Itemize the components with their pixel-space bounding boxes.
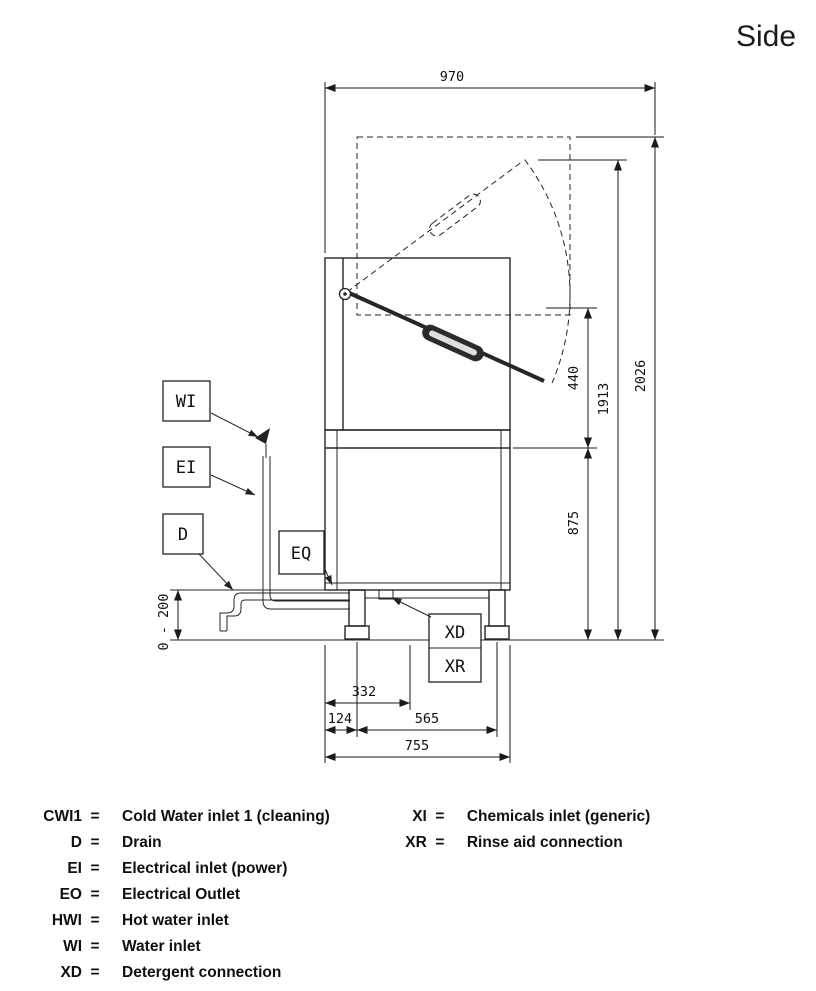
legend-equals: = (90, 912, 100, 929)
legend-row-hwi: HWI = Hot water inlet (18, 908, 330, 934)
callout-d-label: D (178, 525, 188, 545)
legend-key: XI (412, 808, 427, 825)
dim-875-value: 875 (566, 511, 582, 535)
water-inlet-valve (255, 428, 270, 458)
side-view-drawing: WI EI D EQ XD XR (156, 69, 664, 763)
callout-d: D (162, 513, 234, 591)
legend-row-ei: EI = Electrical inlet (power) (18, 856, 330, 882)
callout-xd-label: XD (445, 623, 465, 643)
dimension-2026: 2026 (576, 136, 664, 640)
dim-332-value: 332 (352, 684, 376, 700)
legend-desc: Electrical Outlet (122, 886, 241, 903)
callout-xr-label: XR (445, 657, 466, 677)
callout-wi: WI (162, 380, 259, 438)
legend-desc: Cold Water inlet 1 (cleaning) (122, 808, 330, 825)
dimension-970: 970 (324, 69, 656, 253)
dim-970-value: 970 (440, 69, 464, 85)
legend-equals: = (90, 886, 100, 903)
dimension-feet-range: 0 - 200 (156, 590, 182, 651)
view-title: Side (736, 20, 797, 53)
dim-565-value: 565 (415, 711, 439, 727)
legend-desc: Hot water inlet (122, 912, 229, 929)
callout-xd-xr: XD XR (391, 597, 482, 683)
legend-key: EI (67, 860, 82, 877)
legend-key: D (70, 834, 82, 851)
legend-row-xd: XD = Detergent connection (18, 960, 330, 986)
legend-desc: Rinse aid connection (466, 834, 623, 851)
legend-row-wi: WI = Water inlet (18, 934, 330, 960)
legend-equals: = (90, 938, 100, 955)
legend-desc: Water inlet (122, 938, 201, 955)
dim-755-value: 755 (405, 738, 429, 754)
hood-open-outline (346, 136, 571, 316)
legend: CWI1 = Cold Water inlet 1 (cleaning) D =… (18, 804, 650, 986)
legend-equals: = (435, 808, 445, 825)
legend-right-column: XI = Chemicals inlet (generic) XR = Rins… (385, 804, 650, 986)
legend-equals: = (90, 964, 100, 981)
legend-desc: Chemicals inlet (generic) (466, 808, 651, 825)
dimension-bottom: 332 124 565 755 (324, 642, 511, 763)
callout-eq: EQ (278, 530, 333, 586)
dim-440-value: 440 (566, 366, 582, 390)
legend-left-column: CWI1 = Cold Water inlet 1 (cleaning) D =… (18, 804, 330, 986)
legend-equals: = (90, 860, 100, 877)
legend-key: CWI1 (43, 808, 82, 825)
hood-handle (338, 287, 545, 383)
legend-row-xr: XR = Rinse aid connection (385, 830, 650, 856)
dim-124-value: 124 (328, 711, 352, 727)
dim-1913-value: 1913 (596, 383, 612, 416)
machine-body (324, 257, 511, 591)
legend-key: XR (405, 834, 427, 851)
reference-lines (170, 589, 664, 641)
hood-swing-arc (524, 159, 571, 384)
legend-desc: Drain (122, 834, 162, 851)
callout-ei-label: EI (176, 458, 196, 478)
drain-pipe (219, 592, 350, 632)
machine-base (344, 589, 510, 640)
legend-desc: Electrical inlet (power) (122, 860, 288, 877)
dimension-1913: 1913 (538, 159, 627, 640)
legend-equals: = (90, 808, 100, 825)
legend-row-d: D = Drain (18, 830, 330, 856)
dim-2026-value: 2026 (633, 360, 649, 393)
legend-equals: = (435, 834, 445, 851)
legend-key: EO (59, 886, 82, 903)
dim-feet-value: 0 - 200 (156, 594, 172, 651)
legend-row-cwi1: CWI1 = Cold Water inlet 1 (cleaning) (18, 804, 330, 830)
dimension-875: 875 (566, 448, 592, 640)
dimension-440: 440 (513, 307, 597, 449)
detergent-connection-stub (378, 589, 394, 600)
legend-key: WI (63, 938, 82, 955)
legend-key: XD (60, 964, 82, 981)
legend-row-eo: EO = Electrical Outlet (18, 882, 330, 908)
callout-eq-label: EQ (291, 544, 311, 564)
legend-row-xi: XI = Chemicals inlet (generic) (385, 804, 650, 830)
callout-wi-label: WI (176, 392, 196, 412)
legend-desc: Detergent connection (122, 964, 282, 981)
legend-key: HWI (51, 912, 82, 929)
legend-equals: = (90, 834, 100, 851)
callout-ei: EI (162, 446, 256, 496)
